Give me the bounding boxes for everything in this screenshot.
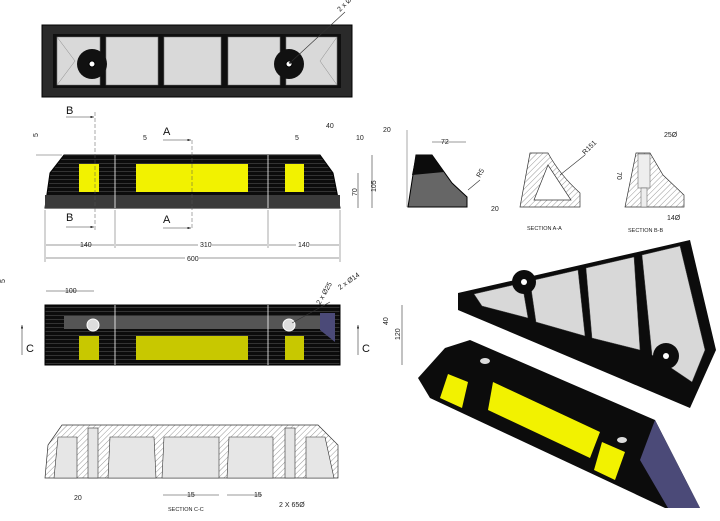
dim-chamfer-width: 40 bbox=[326, 123, 334, 130]
plan-view: 5 100 2 x Ø25 2 x Ø14 C C 40 120 bbox=[0, 272, 403, 366]
reflector-center bbox=[136, 336, 248, 360]
dim-center-segment: 310 bbox=[200, 242, 212, 249]
hole-icon bbox=[88, 60, 96, 68]
section-cc-title: SECTION C-C bbox=[168, 507, 204, 513]
dim-top-offset: 5 bbox=[33, 133, 40, 137]
bolt-hole-left bbox=[86, 318, 100, 332]
hole-note: 2 X 65Ø bbox=[279, 502, 305, 509]
section-a-label-top: A bbox=[163, 126, 171, 138]
section-aa-title: SECTION A-A bbox=[527, 226, 562, 232]
reflector-right bbox=[285, 336, 304, 360]
section-b-label-bottom: B bbox=[66, 212, 73, 224]
section-c-label-right: C bbox=[362, 343, 370, 355]
section-bb: 25Ø 70 14Ø SECTION B-B bbox=[615, 132, 685, 234]
dim-top-flat: 20 bbox=[383, 127, 391, 134]
cavity bbox=[105, 36, 159, 86]
counterbore-note: 2 x Ø25 bbox=[316, 281, 334, 306]
dim-height-total: 105 bbox=[371, 180, 378, 192]
isometric-top bbox=[418, 340, 700, 508]
section-cc: 20 15 15 2 X 65Ø SECTION C-C bbox=[44, 424, 339, 513]
side-view: 20 72 R5 bbox=[383, 127, 487, 208]
section-bb-title: SECTION B-B bbox=[628, 228, 663, 234]
isometric-underside bbox=[458, 240, 716, 408]
dim-gap-left: 5 bbox=[143, 135, 147, 142]
dim-radius: R151 bbox=[581, 140, 598, 157]
dim-radius: R5 bbox=[476, 168, 487, 179]
dim-right-segment: 140 bbox=[298, 242, 310, 249]
dim-rib-1: 15 bbox=[187, 492, 195, 499]
dim-counterbore: 25Ø bbox=[664, 132, 678, 139]
reflector-left bbox=[79, 336, 99, 360]
reflector-right bbox=[285, 164, 304, 192]
reflector-left bbox=[79, 164, 99, 192]
reflector-right bbox=[594, 442, 625, 480]
dim-rib-2: 15 bbox=[254, 492, 262, 499]
dim-gap-right: 5 bbox=[295, 135, 299, 142]
dim-chamfer-inset: 10 bbox=[356, 135, 364, 142]
section-aa: R151 20 SECTION A-A bbox=[491, 140, 598, 232]
cavity bbox=[163, 36, 222, 86]
reflector-center bbox=[488, 382, 600, 458]
dim-left-segment: 140 bbox=[80, 242, 92, 249]
bolt-hole-right bbox=[282, 318, 296, 332]
dim-wall: 20 bbox=[491, 206, 499, 213]
underside-view: 2 x Ø65 bbox=[41, 0, 359, 98]
dim-height-mid: 70 bbox=[352, 188, 359, 196]
dim-hole: 14Ø bbox=[667, 215, 681, 222]
end-face bbox=[640, 420, 700, 508]
section-a-label-bottom: A bbox=[163, 214, 171, 226]
hole-icon bbox=[285, 60, 293, 68]
cavity bbox=[227, 36, 281, 86]
reflector-left bbox=[440, 374, 468, 408]
hole-note: 2 x Ø14 bbox=[337, 272, 361, 292]
dim-edge: 5 bbox=[0, 279, 7, 283]
dim-wall: 20 bbox=[74, 495, 82, 502]
dim-width: 120 bbox=[395, 328, 402, 340]
section-b-label-top: B bbox=[66, 105, 73, 117]
section-c-label-left: C bbox=[26, 343, 34, 355]
hole-note: 2 x Ø65 bbox=[336, 0, 358, 13]
dim-hole-offset: 100 bbox=[65, 288, 77, 295]
dim-hole-line: 40 bbox=[383, 317, 390, 325]
front-view: B B A A 5 5 5 40 10 70 105 140 310 140 6… bbox=[33, 105, 378, 263]
dim-depth: 70 bbox=[615, 172, 622, 180]
dim-width: 72 bbox=[441, 139, 449, 146]
dim-overall-length: 600 bbox=[187, 256, 199, 263]
